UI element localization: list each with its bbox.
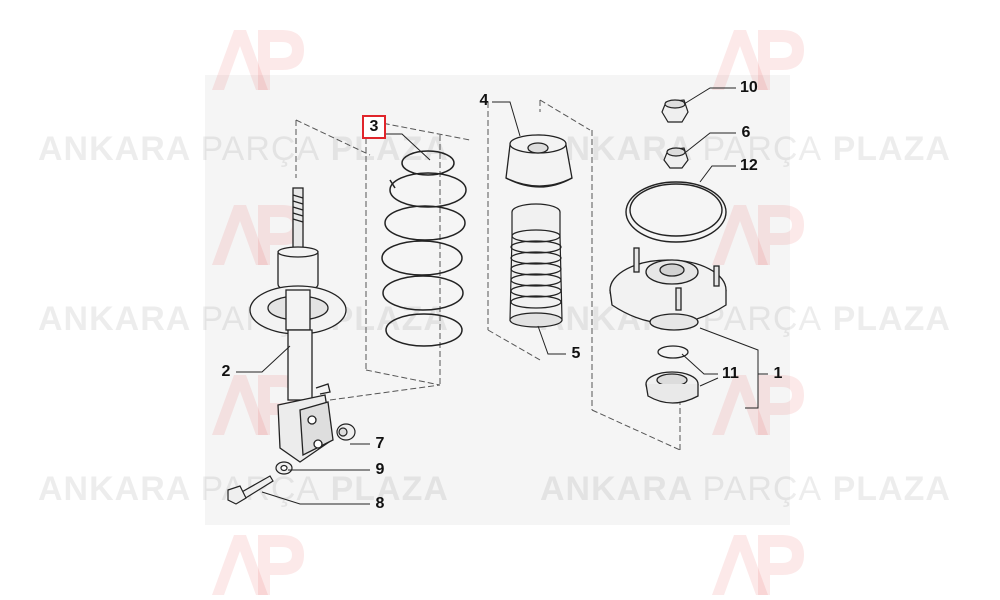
watermark-text: ANKARA PARÇA PLAZA [38, 470, 449, 508]
callout-bushing[interactable]: 7 [375, 435, 385, 452]
callout-seal-ring[interactable]: 12 [740, 157, 758, 174]
callout-strut[interactable]: 2 [221, 363, 231, 380]
watermark-text: ANKARA PARÇA PLAZA [540, 470, 951, 508]
callout-bolt[interactable]: 8 [375, 495, 385, 512]
coil-spring [381, 150, 467, 347]
nut-mid [663, 147, 689, 169]
bushing [336, 423, 356, 441]
dust-boot [509, 203, 563, 328]
dashed-guides [295, 99, 681, 451]
bump-stop-cap [505, 134, 573, 188]
washer [275, 461, 293, 475]
strut-shock-absorber [249, 187, 347, 463]
bearing-set [645, 345, 699, 404]
strut-top-mount [609, 247, 727, 331]
nut-top [661, 99, 689, 123]
watermark-text: ANKARA PARÇA PLAZA [38, 130, 449, 168]
callout-washer[interactable]: 9 [375, 461, 385, 478]
callout-bearing[interactable]: 11 [722, 365, 739, 382]
callout-dust-boot[interactable]: 5 [571, 345, 581, 362]
callout-bump-stop-cap[interactable]: 4 [479, 92, 489, 109]
callout-nut-mid[interactable]: 6 [741, 124, 751, 141]
callout-assembly[interactable]: 1 [773, 365, 783, 382]
seal-ring-large [625, 181, 727, 243]
callout-spring[interactable]: 3 [362, 115, 386, 139]
callout-nut-top[interactable]: 10 [740, 79, 758, 96]
bolt [227, 475, 274, 505]
leader-lines [236, 87, 768, 505]
